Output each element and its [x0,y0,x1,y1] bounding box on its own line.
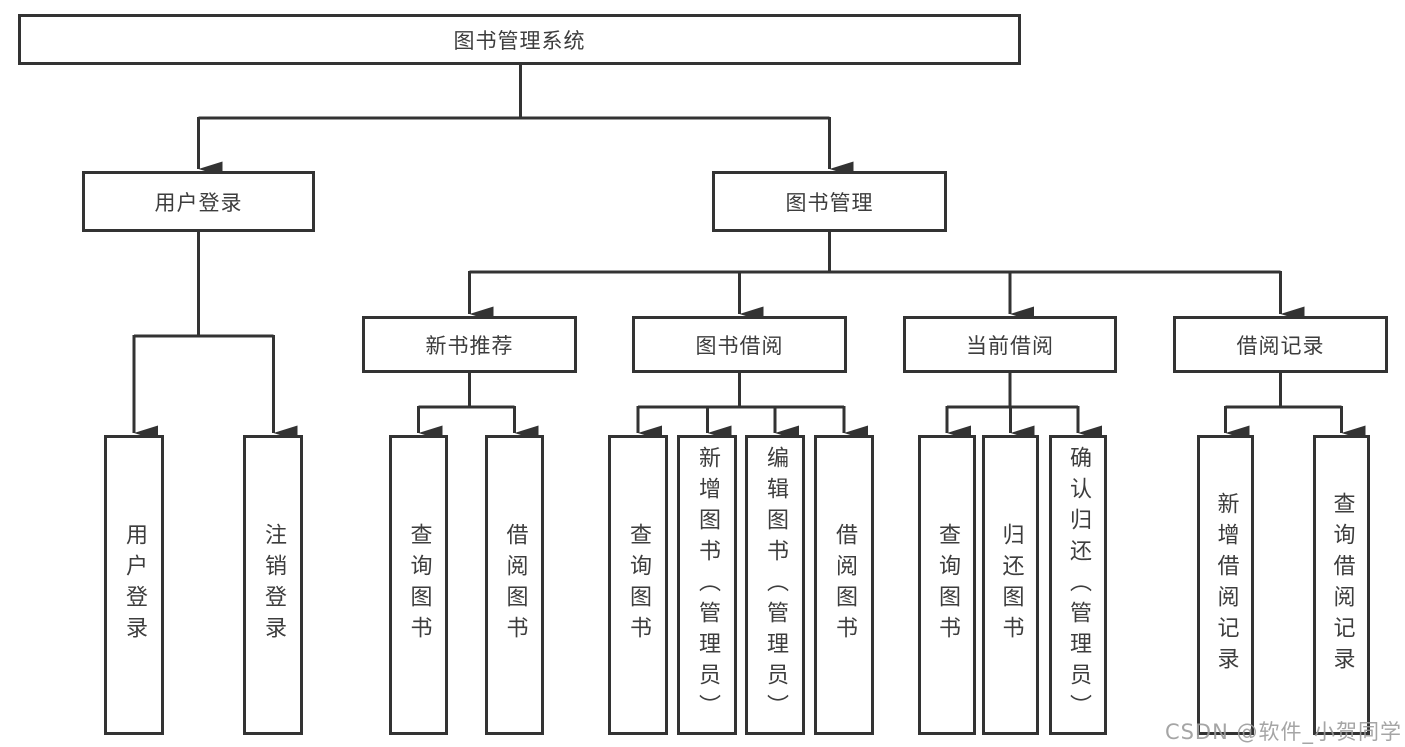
node-new-book-recommend-label: 新书推荐 [425,333,514,358]
node-borrowing-records: 借阅记录 [1173,316,1388,373]
leaf-return-books: 归还图书 [982,435,1039,735]
node-library-system: 图书管理系统 [18,14,1021,65]
leaf-add-books-admin-label: 新增图书（管理员） [695,445,720,725]
node-user-login-branch-label: 用户登录 [154,190,243,215]
leaf-borrowing-query-books-label: 查询图书 [626,523,651,647]
leaf-add-books-admin: 新增图书（管理员） [677,435,737,735]
leaf-edit-books-admin: 编辑图书（管理员） [745,435,805,735]
leaf-newbook-query-books-label: 查询图书 [406,523,432,647]
leaf-logout-label: 注销登录 [261,523,286,647]
node-borrowing-records-label: 借阅记录 [1236,333,1325,358]
leaf-current-query-books: 查询图书 [918,435,976,735]
leaf-newbook-borrow-books-label: 借阅图书 [502,523,528,647]
leaf-return-books-label: 归还图书 [998,523,1024,647]
leaf-user-login: 用户登录 [104,435,164,735]
csdn-watermark: CSDN @软件_小贺同学 [1164,720,1402,744]
node-library-system-label: 图书管理系统 [453,28,586,53]
node-book-management: 图书管理 [712,171,947,232]
node-book-management-label: 图书管理 [785,190,874,215]
leaf-borrowing-query-books: 查询图书 [608,435,668,735]
node-new-book-recommend: 新书推荐 [362,316,577,373]
leaf-user-login-label: 用户登录 [122,523,147,647]
leaf-current-query-books-label: 查询图书 [935,523,960,647]
node-current-borrowing: 当前借阅 [903,316,1117,373]
node-user-login-branch: 用户登录 [82,171,315,232]
leaf-confirm-return-admin-label: 确认归还（管理员） [1066,445,1091,725]
leaf-borrowing-borrow-books: 借阅图书 [814,435,874,735]
leaf-edit-books-admin-label: 编辑图书（管理员） [763,445,788,725]
leaf-newbook-query-books: 查询图书 [389,435,448,735]
leaf-logout: 注销登录 [243,435,303,735]
leaf-newbook-borrow-books: 借阅图书 [485,435,544,735]
node-book-borrowing-label: 图书借阅 [695,333,784,358]
leaf-query-borrow-record-label: 查询借阅记录 [1329,492,1355,678]
node-current-borrowing-label: 当前借阅 [966,333,1054,358]
leaf-add-borrow-record: 新增借阅记录 [1197,435,1254,735]
leaf-query-borrow-record: 查询借阅记录 [1313,435,1370,735]
leaf-add-borrow-record-label: 新增借阅记录 [1213,492,1239,678]
leaf-borrowing-borrow-books-label: 借阅图书 [832,523,857,647]
node-book-borrowing: 图书借阅 [632,316,847,373]
leaf-confirm-return-admin: 确认归还（管理员） [1049,435,1107,735]
